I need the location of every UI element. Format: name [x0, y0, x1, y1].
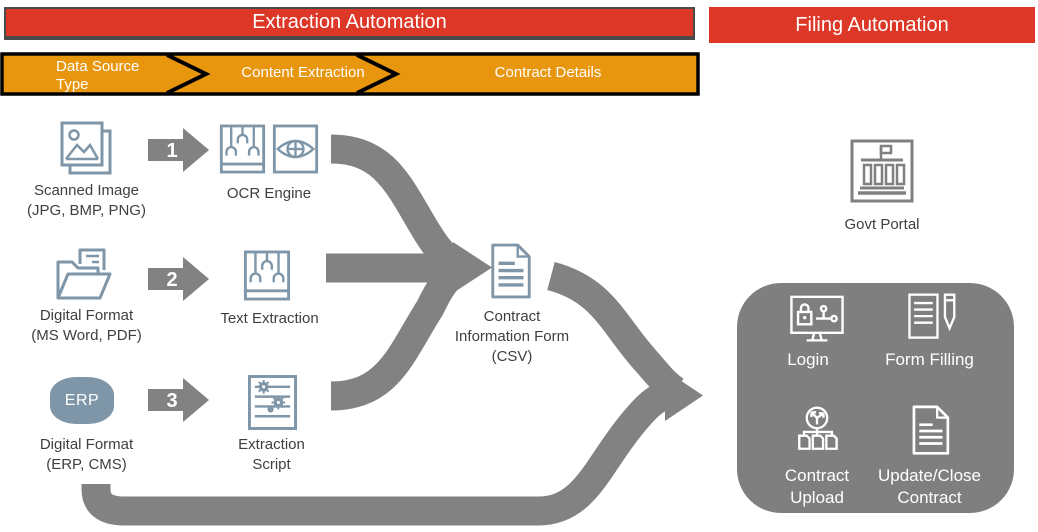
step1-arrow-icon: 1 [148, 128, 209, 172]
govt-portal-label: Govt Portal [822, 215, 942, 235]
step3-number: 3 [166, 390, 177, 412]
scanned-image-label: Scanned Image (JPG, BMP, PNG) [4, 181, 169, 221]
erp-badge-text: ERP [64, 391, 100, 409]
login-icon [790, 295, 844, 342]
contract-upload-label-line1: Contract [784, 466, 850, 485]
login-label-line1: Login [787, 350, 829, 369]
erp-cylinder: ERP [50, 377, 114, 424]
contract-form-label-line2: Information Form [454, 328, 570, 345]
contract-upload-icon [798, 406, 838, 450]
ocr-engine-label-line1: OCR Engine [226, 185, 312, 202]
form-filling-label: Form Filling [862, 349, 997, 371]
digital-format-erp-label: Digital Format (ERP, CMS) [4, 435, 169, 475]
digital-format-word-label-line1: Digital Format [39, 307, 134, 324]
process-step-bar [0, 52, 700, 96]
contract-form-label: Contract Information Form (CSV) [437, 307, 587, 367]
ocr-engine-label: OCR Engine [204, 184, 334, 204]
contract-form-icon [491, 243, 531, 299]
band-bottom-loop [81, 378, 678, 526]
text-extraction-label-line1: Text Extraction [220, 310, 319, 327]
merge-arrowhead-icon [453, 242, 492, 293]
form-filling-icon [908, 293, 956, 339]
step-contract-details: Contract Details [494, 64, 602, 81]
step-content-extraction: Content Extraction [241, 64, 365, 81]
step1-number: 1 [166, 140, 177, 162]
digital-format-word-label: Digital Format (MS Word, PDF) [4, 306, 169, 346]
step-data-source-type: Data Source Type [56, 58, 140, 93]
govt-portal-label-line1: Govt Portal [844, 216, 920, 233]
form-filling-label-line1: Form Filling [885, 350, 974, 369]
update-close-contract-label-line2: Contract [897, 488, 962, 507]
contract-form-label-line1: Contract [483, 308, 541, 325]
filing-banner: Filing Automation [709, 7, 1035, 43]
step3-arrow-icon: 3 [148, 378, 209, 422]
digital-format-word-label-line2: (MS Word, PDF) [31, 327, 142, 344]
gear-icon [256, 379, 286, 413]
scanned-image-label-line2: (JPG, BMP, PNG) [27, 202, 146, 219]
ocr-structure-icon [219, 124, 266, 174]
digital-format-folder-icon [56, 248, 112, 300]
band-ocr-to-form [330, 134, 468, 281]
login-label: Login [758, 349, 858, 371]
contract-upload-label: Contract Upload [757, 465, 877, 509]
band-script-to-form [330, 254, 469, 411]
chevron-divider-icon [166, 53, 211, 95]
text-extraction-label: Text Extraction [197, 309, 342, 329]
extraction-script-label-line2: Script [252, 456, 291, 473]
step2-arrow-icon: 2 [148, 257, 209, 301]
ocr-eye-icon [272, 124, 319, 174]
extraction-script-label: Extraction Script [204, 435, 339, 475]
update-close-contract-label-line1: Update/Close [877, 466, 981, 485]
digital-format-erp-label-line2: (ERP, CMS) [46, 456, 127, 473]
filing-arrowhead-icon [665, 370, 703, 421]
extraction-script-icon [247, 375, 298, 430]
scanned-image-label-line1: Scanned Image [33, 182, 140, 199]
digital-format-erp-label-line1: Digital Format [39, 436, 134, 453]
update-close-contract-icon [912, 405, 950, 455]
filing-actions-box: Login Form Filling [737, 283, 1014, 513]
text-extraction-icon [243, 250, 291, 301]
update-close-contract-label: Update/Close Contract [857, 465, 1002, 509]
chevron-divider-icon [356, 53, 401, 95]
contract-upload-label-line2: Upload [790, 488, 844, 507]
extraction-script-label-line1: Extraction [238, 436, 305, 453]
govt-portal-icon [850, 139, 914, 203]
extraction-banner: Extraction Automation [4, 7, 695, 40]
contract-form-label-line3: (CSV) [491, 348, 533, 365]
step2-number: 2 [166, 269, 177, 291]
scanned-image-icon [60, 121, 112, 175]
